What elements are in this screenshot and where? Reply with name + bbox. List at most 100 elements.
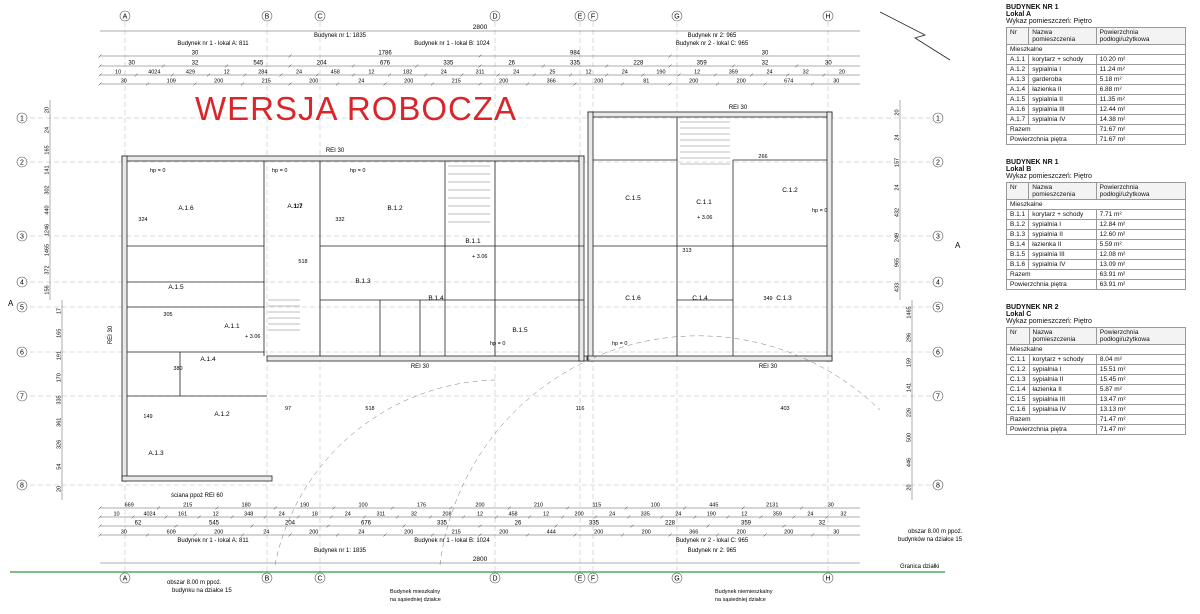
dim-tick: [668, 64, 672, 68]
dim-label: 1465: [907, 306, 913, 318]
rei30-label: REI 30: [729, 105, 748, 111]
dim-label: Budynek nr 1: 1835: [314, 548, 367, 554]
axis-col-bubble: [574, 572, 586, 584]
dim-tick: [630, 524, 634, 528]
dim-label: 200: [404, 79, 413, 85]
dim-label: 676: [361, 521, 372, 527]
dim-label: 433: [895, 283, 901, 292]
dim-label: 226: [907, 408, 913, 417]
dim-tick: [174, 524, 178, 528]
table-cell: garderoba: [1028, 74, 1097, 85]
dim-label: 32: [762, 61, 769, 67]
schedule-subtitle: Wykaz pomieszczeń: Piętro: [1006, 18, 1092, 25]
dim-label: 156: [45, 285, 51, 294]
dim-label: 12: [368, 70, 374, 76]
axis-col-label: H: [825, 576, 830, 583]
dim-tick: [759, 515, 763, 519]
dim-label: 348: [244, 512, 253, 518]
table-cell: korytarz + schody: [1028, 209, 1097, 220]
table-cell: 12.08 m²: [1095, 249, 1187, 260]
dim-label: 432: [895, 208, 901, 217]
dim-label: 30: [762, 51, 769, 57]
room-label: A.1.3: [148, 450, 164, 457]
draft-watermark: WERSJA ROBOCZA: [195, 90, 518, 127]
dim-tick: [668, 533, 672, 537]
dim-tick: [604, 64, 609, 68]
table-cell: C.1.1: [1006, 354, 1030, 365]
dim-tick: [263, 515, 267, 519]
axis-row-bubble: [16, 301, 28, 313]
table-cell: 13.09 m²: [1095, 259, 1187, 270]
axis-row-label: 6: [20, 350, 24, 357]
hp-label: hp = 0: [812, 208, 827, 214]
axis-row-bubble: [932, 346, 944, 358]
table-cell: sypialnia IV: [1028, 114, 1097, 125]
table-cell: C.1.3: [1006, 374, 1030, 385]
dim-label: 669: [125, 503, 134, 509]
table-cell: 71.47 m²: [1095, 424, 1187, 435]
dim-label: 191: [57, 351, 63, 360]
level-label: + 3.06: [245, 334, 260, 340]
dim-tick: [170, 73, 175, 77]
inner-dim-label: 332: [335, 217, 344, 223]
dim-label: 30: [833, 530, 839, 536]
inner-dim-label: 322: [293, 204, 302, 210]
schedule-unit: Lokal C: [1006, 311, 1032, 318]
dim-tick: [794, 64, 799, 68]
table-cell: łazienka II: [1028, 384, 1097, 395]
dim-label: 335: [641, 512, 650, 518]
dim-tick: [810, 82, 815, 86]
dim-label: 24: [807, 512, 813, 518]
dim-tick: [273, 506, 278, 510]
wall: [121, 155, 585, 162]
axis-row-label: 7: [936, 394, 940, 401]
axis-row-label: 3: [20, 234, 24, 241]
dim-tick: [715, 533, 720, 537]
table-cell: 12.60 m²: [1095, 229, 1187, 240]
room-label: B.1.3: [355, 278, 371, 285]
dim-label: 335: [443, 61, 454, 67]
table-cell: Nr: [1005, 182, 1030, 200]
dim-tick: [620, 533, 625, 537]
table-cell: C.1.6: [1006, 404, 1030, 415]
dim-tick: [560, 515, 565, 519]
table-cell: B.1.2: [1005, 219, 1030, 230]
north-arrow-icon: [879, 11, 951, 61]
dim-label: 30: [833, 79, 839, 85]
dim-label: 210: [534, 503, 543, 509]
dim-label: 366: [689, 530, 698, 536]
dim-tick: [164, 515, 168, 519]
dim-label: 30: [121, 79, 127, 85]
axis-row-bubble: [16, 479, 28, 491]
dim-label: 200: [737, 79, 746, 85]
dim-label: Budynek nr 2: 965: [688, 33, 737, 39]
dim-label: 182: [403, 70, 412, 76]
table-cell: 7.71 m²: [1095, 209, 1187, 220]
axis-row-label: 2: [20, 160, 24, 167]
dim-label: 215: [452, 79, 461, 85]
table-cell: łazienka II: [1028, 84, 1097, 95]
dim-tick: [478, 82, 482, 86]
wall: [266, 355, 588, 362]
dim-tick: [624, 506, 628, 510]
table-row: Mieszkalne: [1006, 199, 1186, 210]
dim-label: 445: [709, 503, 718, 509]
dim-label: 609: [167, 530, 176, 536]
dim-tick: [478, 54, 482, 58]
dim-label: 18: [312, 512, 318, 518]
room-label: A.1.2: [214, 411, 230, 418]
dim-tick: [428, 515, 433, 519]
table-cell: B.1.5: [1005, 249, 1030, 260]
dim-label: 359: [741, 521, 752, 527]
dim-label: 24: [766, 70, 772, 76]
table-cell: 6.88 m²: [1095, 84, 1187, 95]
